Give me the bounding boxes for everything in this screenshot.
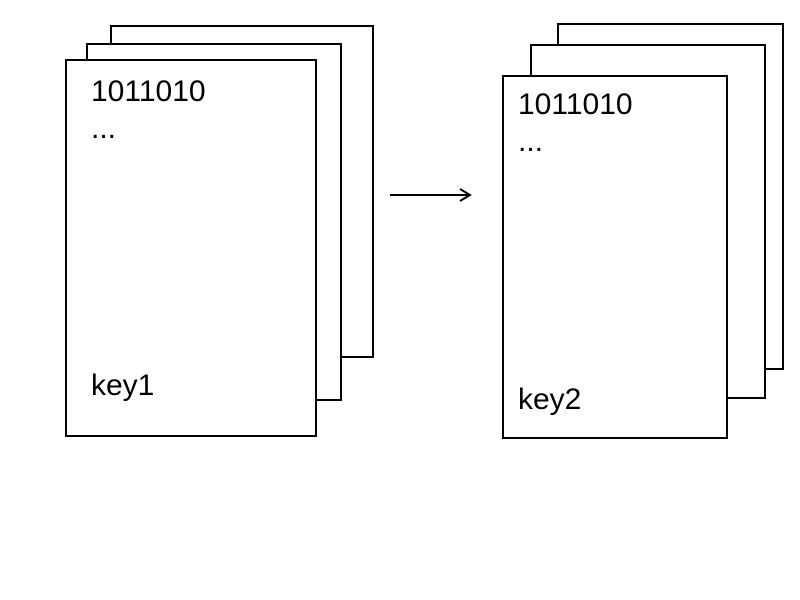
source-key-label: key1: [91, 369, 155, 402]
target-key-label: key2: [518, 383, 582, 416]
transform-arrow: [390, 188, 472, 202]
target-page-front: [502, 75, 728, 439]
source-bits-text: 1011010: [91, 75, 206, 108]
source-page-front: [65, 59, 317, 437]
source-ellipsis-text: ...: [91, 112, 117, 145]
target-bits-text: 1011010: [518, 88, 633, 121]
target-ellipsis-text: ...: [518, 125, 544, 158]
